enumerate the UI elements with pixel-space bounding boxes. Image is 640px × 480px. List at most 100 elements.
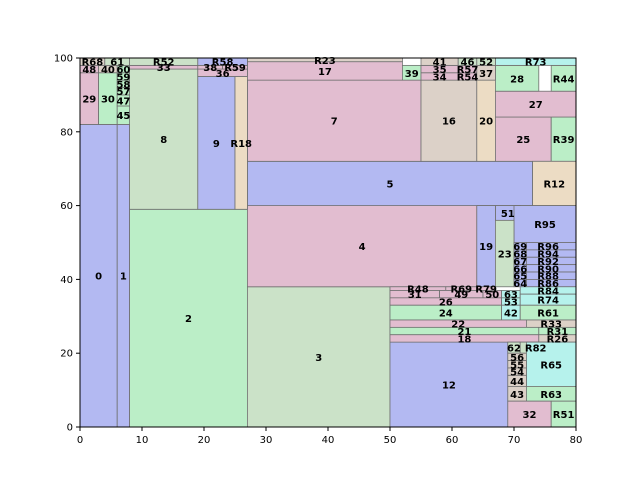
treemap-cell-label: 45 bbox=[116, 111, 130, 122]
y-tick-label: 40 bbox=[60, 275, 73, 286]
treemap-cell-label: R52 bbox=[153, 58, 175, 69]
treemap-cell-label: 22 bbox=[451, 320, 465, 331]
x-tick-label: 30 bbox=[260, 435, 273, 446]
treemap-cell-label: R58 bbox=[212, 58, 234, 69]
treemap-cell-label: R94 bbox=[537, 250, 559, 261]
treemap-cell-label: 30 bbox=[101, 95, 115, 106]
treemap-cell-label: 58 bbox=[116, 80, 130, 91]
treemap-cell-label: 21 bbox=[457, 327, 471, 338]
treemap-cell bbox=[246, 286, 391, 428]
treemap-cell-label: R90 bbox=[537, 264, 559, 275]
treemap-cell-label: R68 bbox=[82, 58, 104, 69]
treemap-cell-label: R92 bbox=[537, 257, 559, 268]
treemap-cell-label: 3 bbox=[315, 353, 322, 364]
treemap-cell-label: 47 bbox=[116, 96, 130, 107]
y-tick-label: 100 bbox=[54, 54, 73, 65]
y-axis: 0 20 40 60 80 100 bbox=[54, 54, 80, 434]
treemap-cell bbox=[246, 160, 534, 207]
treemap-cell-label: 39 bbox=[405, 69, 419, 80]
treemap-cell bbox=[550, 64, 577, 92]
treemap-cell-label: 66 bbox=[513, 264, 527, 275]
treemap-cell-label: 9 bbox=[213, 139, 220, 150]
treemap-cell-label: 44 bbox=[510, 377, 524, 388]
treemap-cell-label: 8 bbox=[160, 135, 167, 146]
treemap-cell-label: 59 bbox=[116, 72, 130, 83]
treemap-cell-label: 61 bbox=[110, 58, 124, 69]
treemap-cell-label: R84 bbox=[537, 286, 559, 297]
treemap-cell-label: 60 bbox=[116, 65, 130, 76]
treemap-cell-label: 67 bbox=[513, 257, 527, 268]
treemap-cell-label: 56 bbox=[510, 353, 524, 364]
treemap-cell-label: 40 bbox=[101, 65, 115, 76]
treemap-cell-label: R65 bbox=[540, 360, 562, 371]
y-tick-label: 0 bbox=[67, 423, 73, 434]
y-tick-label: 20 bbox=[60, 349, 73, 360]
y-tick-label: 60 bbox=[60, 201, 73, 212]
treemap-cell-label: 49 bbox=[454, 290, 468, 301]
x-tick-label: 10 bbox=[136, 435, 149, 446]
treemap-cell-label: R86 bbox=[537, 279, 559, 290]
treemap-cell-label: R69 bbox=[450, 285, 472, 296]
treemap-cell-label: 16 bbox=[442, 117, 456, 128]
treemap-cell bbox=[197, 76, 236, 210]
treemap-cell bbox=[129, 68, 199, 210]
treemap-cell-label: R12 bbox=[543, 179, 565, 190]
treemap-cell-label: 4 bbox=[359, 242, 366, 253]
treemap-cell-label: R51 bbox=[553, 410, 575, 421]
treemap-cell-label: 34 bbox=[433, 72, 447, 83]
treemap-cell-label: 43 bbox=[510, 390, 524, 401]
treemap-cell-label: 48 bbox=[82, 65, 96, 76]
treemap-cell-label: 2 bbox=[185, 314, 192, 325]
treemap-cell-label: R63 bbox=[540, 390, 562, 401]
treemap-cell bbox=[526, 341, 577, 387]
treemap-cell-label: R73 bbox=[525, 58, 547, 69]
treemap-cell-label: R88 bbox=[537, 272, 559, 283]
treemap-cell-label: R74 bbox=[537, 296, 559, 307]
treemap-cell bbox=[79, 124, 118, 428]
y-tick-label: 80 bbox=[60, 127, 73, 138]
treemap-cell-label: 64 bbox=[513, 279, 527, 290]
treemap-cell-label: 53 bbox=[504, 298, 518, 309]
treemap-cell-label: 62 bbox=[507, 344, 521, 355]
treemap-cell-label: 33 bbox=[157, 63, 171, 74]
treemap-cell-label: 55 bbox=[510, 360, 524, 371]
treemap-cell bbox=[507, 400, 552, 428]
treemap-cell-label: 26 bbox=[439, 298, 453, 309]
treemap-cell-label: R23 bbox=[314, 56, 336, 67]
x-tick-label: 40 bbox=[322, 435, 335, 446]
treemap-cell-label: R82 bbox=[525, 344, 547, 355]
treemap-cell-label: R31 bbox=[547, 327, 569, 338]
treemap-cell-label: 46 bbox=[461, 58, 475, 69]
treemap-cell-label: R57 bbox=[457, 65, 479, 76]
treemap-cell-label: 31 bbox=[408, 290, 422, 301]
treemap-cell-label: 1 bbox=[120, 272, 127, 283]
treemap-cell-label: 0 bbox=[95, 272, 102, 283]
treemap-cell-label: R54 bbox=[457, 72, 479, 83]
treemap-cell-label: 12 bbox=[442, 381, 456, 392]
treemap-cell-label: 41 bbox=[433, 58, 447, 69]
treemap-cell bbox=[246, 79, 422, 162]
treemap-cell bbox=[532, 160, 577, 207]
treemap-cell-label: 17 bbox=[318, 67, 332, 78]
treemap-cell-label: 35 bbox=[433, 65, 447, 76]
treemap-cell bbox=[494, 64, 540, 92]
treemap-cell-label: 54 bbox=[510, 368, 524, 379]
treemap-cell-label: 57 bbox=[116, 87, 130, 98]
treemap-cell-label: 38 bbox=[203, 63, 217, 74]
treemap-cell-label: 50 bbox=[485, 290, 499, 301]
treemap-cell-label: R26 bbox=[547, 334, 569, 345]
x-tick-label: 0 bbox=[77, 435, 83, 446]
treemap-cell-label: 27 bbox=[529, 100, 543, 111]
x-tick-label: 80 bbox=[570, 435, 583, 446]
treemap-cell-label: 63 bbox=[504, 290, 518, 301]
treemap-cell-label: 52 bbox=[479, 58, 493, 69]
x-tick-label: 70 bbox=[508, 435, 521, 446]
treemap-cell-label: 36 bbox=[216, 69, 230, 80]
treemap-cell-label: R59 bbox=[224, 63, 246, 74]
treemap-cell-label: 7 bbox=[331, 117, 338, 128]
treemap-cell-label: R96 bbox=[537, 242, 559, 253]
treemap-cell-label: 5 bbox=[387, 179, 394, 190]
